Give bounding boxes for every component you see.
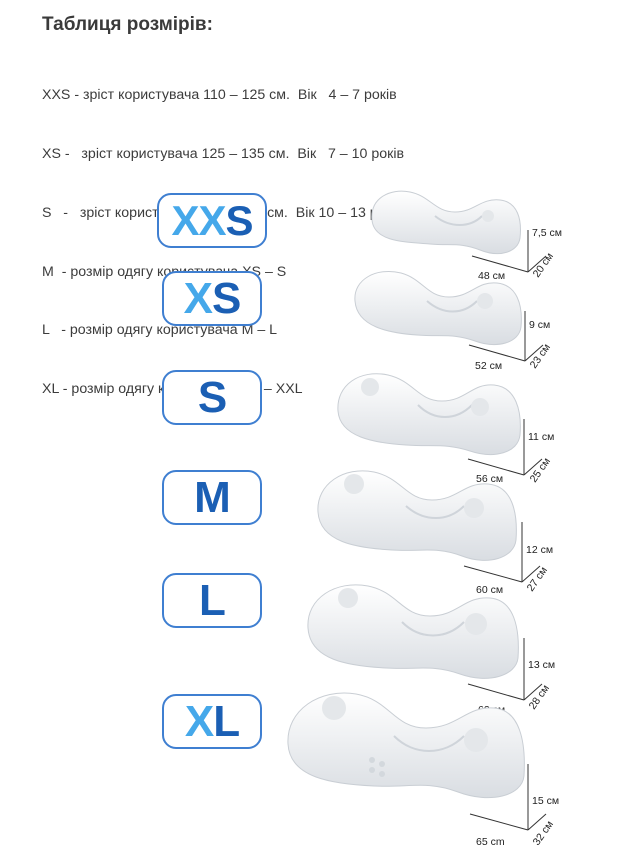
svg-text:11 см: 11 см [528, 431, 554, 443]
badge-s: S [162, 370, 262, 425]
svg-text:52 см: 52 см [475, 360, 502, 372]
pillow-illustration-xxs: 7,5 см 48 см 20 см [371, 190, 562, 282]
svg-text:48 см: 48 см [478, 270, 505, 282]
pillow-illustration-xs: 9 см 52 см 23 см [354, 271, 553, 372]
size-line-l: L - розмір одягу користувача M – L [42, 322, 278, 339]
svg-text:60 см: 60 см [476, 584, 503, 596]
badge-m: M [162, 470, 262, 525]
size-line-xs: XS - зріст користувача 125 – 135 см. Вік… [42, 145, 405, 162]
pillow-illustration-xl: 15 см 65 cm 32 см [287, 692, 559, 848]
svg-text:15 см: 15 см [532, 795, 559, 807]
pillow-illustration-s: 11 см 56 см 25 см [337, 373, 554, 485]
svg-text:12 см: 12 см [526, 544, 553, 556]
svg-text:7,5 см: 7,5 см [532, 227, 562, 239]
svg-text:9 см: 9 см [529, 319, 550, 331]
svg-text:13 см: 13 см [528, 659, 555, 671]
pillow-illustration-m: 12 см 60 см 27 см [317, 470, 553, 596]
svg-text:65 cm: 65 cm [476, 836, 505, 848]
svg-text:56 см: 56 см [476, 473, 503, 485]
size-line-xxs: XXS - зріст користувача 110 – 125 см. Ві… [42, 87, 397, 104]
pillow-illustration-l: 13 см 62 см 28 см [307, 584, 555, 716]
svg-text:32 см: 32 см [531, 819, 556, 848]
page-title: Таблиця розмірів: [42, 14, 213, 35]
badge-l: L [162, 573, 262, 628]
